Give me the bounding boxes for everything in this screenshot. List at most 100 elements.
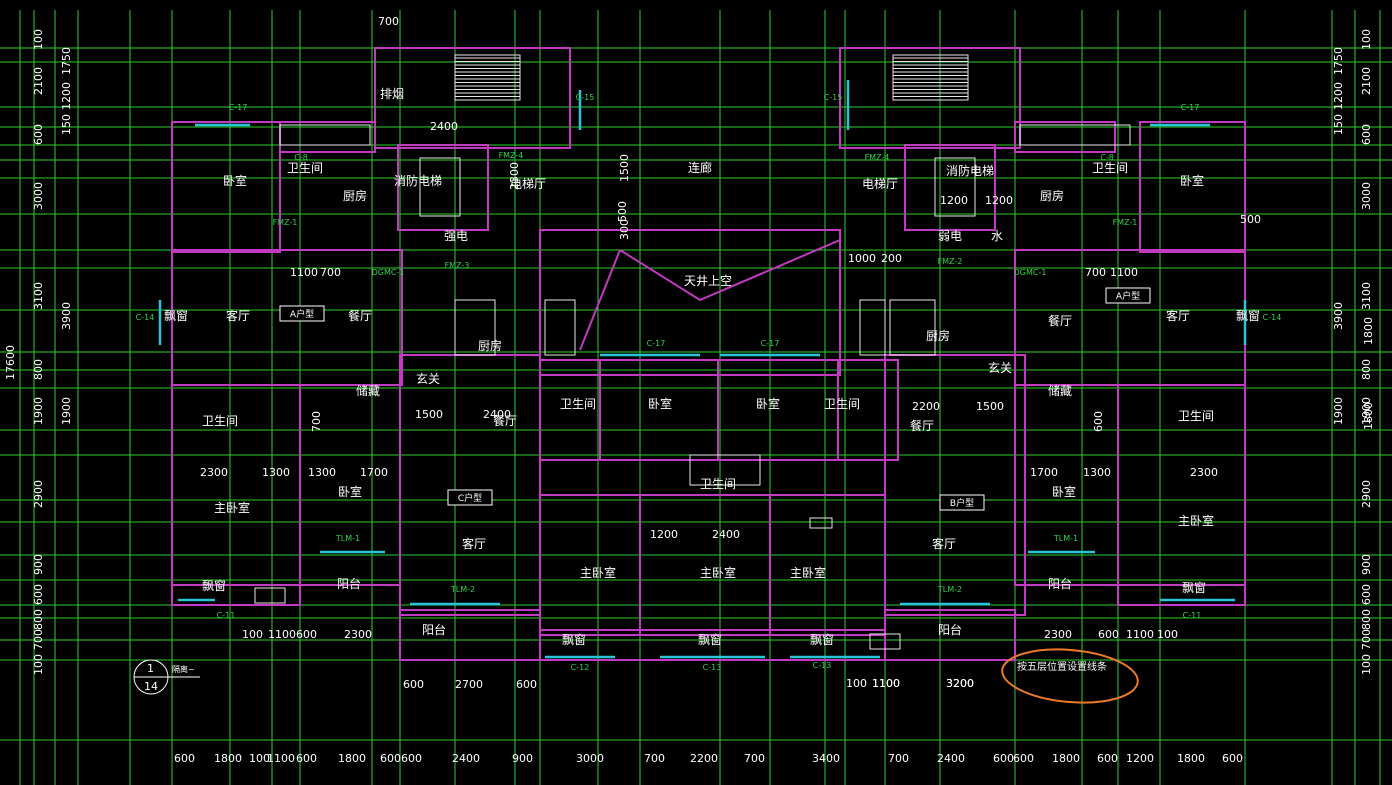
element-tag-3: C-15 (824, 93, 843, 102)
room-label-0: 卧室 (223, 173, 247, 188)
void-outline-2 (579, 249, 621, 351)
annotation-text: 按五层位置设置线条 (1017, 660, 1107, 673)
dim-mid-18: 600 (1092, 411, 1105, 432)
wall-15 (639, 494, 771, 636)
unit-tag-box-3 (939, 494, 985, 511)
dim-right-13: 900 (1360, 554, 1373, 575)
wall-20 (1139, 121, 1246, 253)
room-label-14: 天井上空 (684, 274, 732, 288)
dim-bottom-5: 1800 (338, 752, 366, 765)
dim-right-14: 600 (1360, 584, 1373, 605)
fixture-4 (279, 124, 371, 146)
dim-bottom-20: 600 (1097, 752, 1118, 765)
room-label-53: 弱电 (938, 229, 962, 243)
element-tag-21: TLM-2 (937, 585, 962, 594)
dim-bottom-9: 900 (512, 752, 533, 765)
room-label-27: 卫生间 (1178, 409, 1214, 423)
element-tag-25: C-13 (703, 663, 722, 672)
dim-right-12: 2900 (1360, 480, 1373, 508)
room-label-12: 飘窗 (164, 309, 188, 323)
dim-mid-13: 1100 (872, 677, 900, 690)
room-label-5: 连廊 (688, 160, 712, 175)
room-label-36: 客厅 (932, 536, 956, 551)
dim-bottom-11: 700 (644, 752, 665, 765)
wall-25 (1117, 584, 1246, 606)
dim-bottom-6: 600 (380, 752, 401, 765)
dim-lower-0: 100 (242, 628, 263, 641)
element-tag-23: C-11 (1183, 611, 1202, 620)
wall-16 (769, 494, 886, 636)
dim-bottom-3: 1100 (267, 752, 295, 765)
dim-right-3: 1200 (1332, 82, 1345, 110)
dim-bottom-18: 600 (1013, 752, 1034, 765)
dim-lower-4: 600 (403, 678, 424, 691)
room-label-23: 储藏 (1048, 383, 1072, 398)
fixture-2 (419, 157, 461, 217)
dim-left-14: 900 (32, 554, 45, 575)
room-label-46: 飘窗 (202, 579, 226, 593)
dim-lower-13: 100 (1157, 628, 1178, 641)
walls (171, 47, 1246, 661)
dim-mid-7: 1700 (360, 466, 388, 479)
dim-mid-11: 1200 (650, 528, 678, 541)
room-label-11: 客厅 (226, 308, 250, 323)
room-label-40: 阳台 (1048, 576, 1072, 591)
dim-top-10: 700 (1085, 266, 1106, 279)
room-label-13: 餐厅 (348, 308, 372, 323)
dim-left-5: 600 (32, 124, 45, 145)
dim-left-18: 100 (32, 654, 45, 675)
fixture-12 (254, 587, 286, 604)
room-label-3: 消防电梯 (394, 173, 442, 188)
dim-left-11: 1900 (32, 397, 45, 425)
room-label-35: 卫生间 (700, 477, 736, 491)
element-tag-7: C-17 (761, 339, 780, 348)
dim-left-10: 800 (32, 359, 45, 380)
room-label-20: 玄关 (416, 371, 440, 386)
dim-left-1: 1750 (60, 47, 73, 75)
dim-bottom-4: 600 (296, 752, 317, 765)
dim-left-13: 2900 (32, 480, 45, 508)
dim-lower-2: 600 (296, 628, 317, 641)
room-label-7: 消防电梯 (946, 163, 994, 178)
dim-bottom-22: 1800 (1177, 752, 1205, 765)
dim-bottom-14: 3400 (812, 752, 840, 765)
dim-lower-10: 2300 (1044, 628, 1072, 641)
index-sheet: 14 (144, 680, 158, 693)
dim-mid-9: 1300 (1083, 466, 1111, 479)
element-tag-19: TLM-1 (1053, 534, 1078, 543)
wall-3 (397, 144, 489, 231)
dim-top-5: 300 (618, 219, 631, 240)
fixture-11 (809, 517, 833, 529)
room-label-17: 飘窗 (1236, 309, 1260, 323)
room-label-43: 主卧室 (580, 565, 616, 580)
room-label-2: 厨房 (343, 188, 367, 203)
dim-right-6: 3000 (1360, 182, 1373, 210)
room-label-22: 储藏 (356, 383, 380, 398)
fixture-13 (869, 633, 901, 650)
dim-bottom-1: 1800 (214, 752, 242, 765)
wall-13 (837, 359, 899, 461)
dim-lower-1: 1100 (268, 628, 296, 641)
dim-left-12: 1900 (60, 397, 73, 425)
dim-top-3: 1500 (618, 154, 631, 182)
dim-mid-4: 2300 (200, 466, 228, 479)
room-label-33: 卧室 (338, 484, 362, 499)
dim-mid-1: 2400 (483, 408, 511, 421)
fixture-8 (544, 299, 576, 356)
dim-mid-17: 700 (310, 411, 323, 432)
room-label-34: 客厅 (462, 536, 486, 551)
wall-17 (884, 354, 1026, 616)
dim-mid-16: 1800 (1362, 402, 1375, 430)
unit-tag-3: B户型 (950, 497, 974, 509)
dim-right-11: 1900 (1332, 397, 1345, 425)
windows (158, 80, 1247, 659)
dim-left-9: 17600 (4, 345, 17, 380)
room-label-37: 卧室 (1052, 484, 1076, 499)
dim-mid-14: 3200 (946, 677, 974, 690)
dim-right-7: 3100 (1360, 282, 1373, 310)
wall-28 (539, 629, 886, 661)
wall-22 (904, 144, 996, 231)
dim-top-1: 2400 (430, 120, 458, 133)
